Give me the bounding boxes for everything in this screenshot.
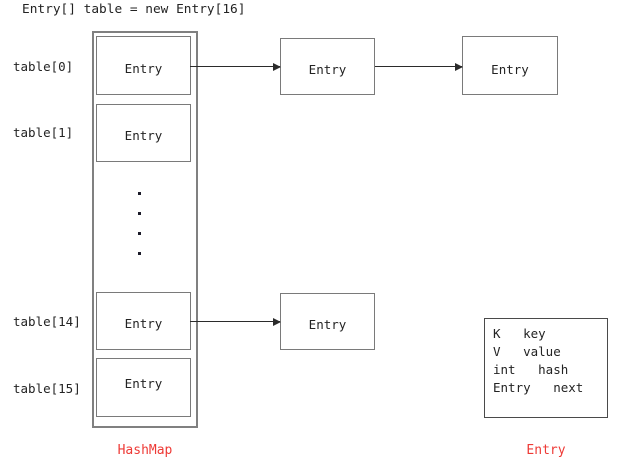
row-label-table-1: table[1] (13, 124, 74, 140)
chain-node-bucket0-1[interactable]: Entry (280, 38, 375, 95)
entry-field-line-v: V value (493, 344, 561, 359)
row-label-table-0: table[0] (13, 58, 74, 74)
entry-fields-legend-box: K key V value int hash Entry next (484, 318, 608, 418)
ellipsis-dot (138, 192, 141, 195)
arrow-node1-to-node2 (375, 66, 462, 68)
row-label-table-14: table[14] (13, 313, 81, 329)
chain-node-bucket0-2[interactable]: Entry (462, 36, 558, 95)
ellipsis-dot (138, 232, 141, 235)
bucket-box-1-label: Entry (124, 128, 163, 143)
chain-node-bucket14-1[interactable]: Entry (280, 293, 375, 350)
ellipsis-dot (138, 212, 141, 215)
bucket-box-15[interactable]: Entry (96, 358, 191, 417)
entry-field-line-next: Entry next (493, 380, 584, 395)
header-code-text: Entry[] table = new Entry[16] (22, 2, 246, 17)
bucket-box-15-label: Entry (124, 376, 163, 391)
ellipsis-dot (138, 252, 141, 255)
arrow-bucket0-to-node1 (190, 66, 280, 68)
chain-node-bucket0-1-label: Entry (308, 62, 347, 77)
bucket-box-14-label: Entry (124, 316, 163, 331)
arrow-bucket14-to-node1 (190, 321, 280, 323)
bucket-box-1[interactable]: Entry (96, 104, 191, 162)
caption-hashmap: HashMap (117, 443, 173, 458)
bucket-box-0[interactable]: Entry (96, 36, 191, 95)
chain-node-bucket14-1-label: Entry (308, 317, 347, 332)
bucket-box-0-label: Entry (124, 61, 163, 76)
bucket-box-14[interactable]: Entry (96, 292, 191, 350)
caption-entry: Entry (526, 443, 566, 458)
entry-field-line-k: K key (493, 326, 546, 341)
entry-field-line-hash: int hash (493, 362, 569, 377)
chain-node-bucket0-2-label: Entry (491, 62, 529, 77)
row-label-table-15: table[15] (13, 380, 81, 396)
